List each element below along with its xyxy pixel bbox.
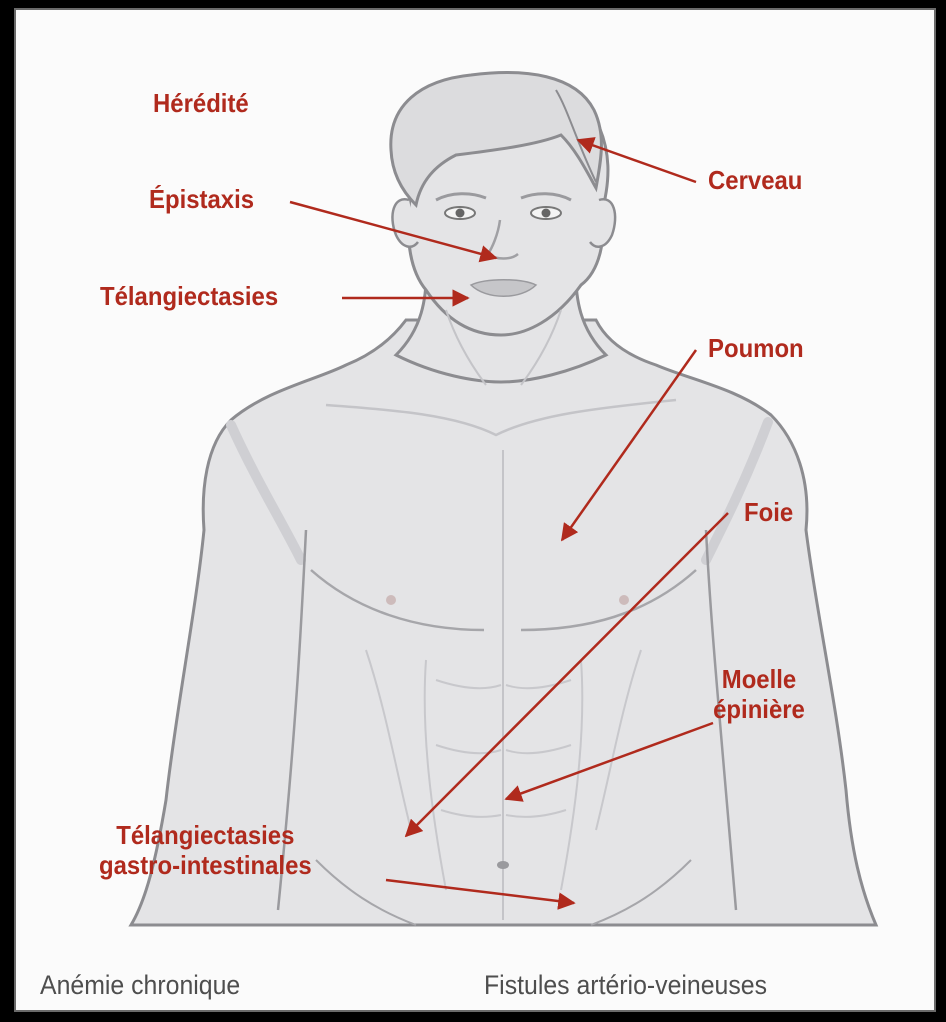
figure-frame: Hérédité Cerveau Épistaxis Télangiectasi… (14, 8, 936, 1012)
label-telangiectasies: Télangiectasies (100, 281, 278, 311)
label-telangiectasies-gi-line1: Télangiectasies (99, 820, 312, 850)
label-foie: Foie (744, 497, 793, 527)
label-poumon: Poumon (708, 333, 804, 363)
label-heredite: Hérédité (153, 88, 249, 118)
footer-fistules: Fistules artério-veineuses (484, 970, 767, 1000)
label-telangiectasies-gi-line2: gastro-intestinales (99, 850, 312, 880)
label-moelle-line2: épinière (708, 694, 809, 724)
label-cerveau: Cerveau (708, 165, 802, 195)
navel (497, 861, 509, 869)
label-epistaxis: Épistaxis (149, 184, 254, 214)
label-moelle-line1: Moelle (708, 664, 809, 694)
footer-anemie-chronique: Anémie chronique (40, 970, 240, 1000)
label-telangiectasies-gi: Télangiectasies gastro-intestinales (99, 820, 312, 880)
label-moelle-epiniere: Moelle épinière (708, 664, 809, 724)
